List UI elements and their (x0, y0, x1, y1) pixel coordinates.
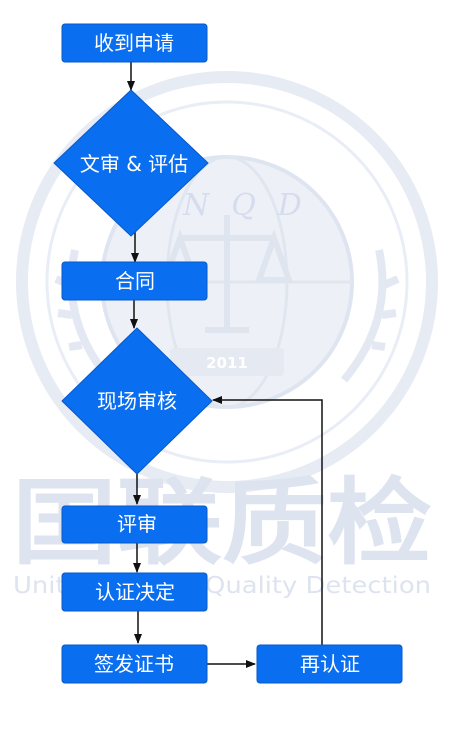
node-onsite-audit-label: 现场审核 (97, 389, 177, 413)
node-document-review-label: 文审 & 评估 (80, 152, 188, 176)
watermark-inner-ring (45, 100, 409, 464)
watermark-outer-ring (16, 71, 438, 493)
node-recertification-label: 再认证 (300, 652, 360, 676)
node-document-review: 文审 & 评估 (53, 89, 209, 237)
node-issue-certificate-label: 签发证书 (94, 652, 174, 676)
node-issue-certificate: 签发证书 (61, 644, 208, 684)
watermark-year: 2011 (206, 354, 248, 372)
node-review: 评审 (61, 505, 208, 544)
watermark-laurel-right (340, 249, 400, 383)
node-contract: 合同 (61, 261, 208, 301)
node-certification-decision: 认证决定 (61, 572, 208, 612)
node-contract-label: 合同 (115, 269, 155, 293)
arrow-recert-to-audit (212, 396, 323, 645)
node-receive-application: 收到申请 (61, 23, 208, 63)
node-onsite-audit: 现场审核 (61, 327, 213, 475)
node-review-label: 评审 (117, 512, 157, 536)
watermark-year-banner (170, 348, 284, 376)
watermark-logo: 2011 WNQD (16, 71, 438, 493)
node-certification-decision-label: 认证决定 (95, 580, 175, 604)
node-receive-application-label: 收到申请 (94, 31, 174, 55)
node-recertification: 再认证 (256, 644, 403, 684)
